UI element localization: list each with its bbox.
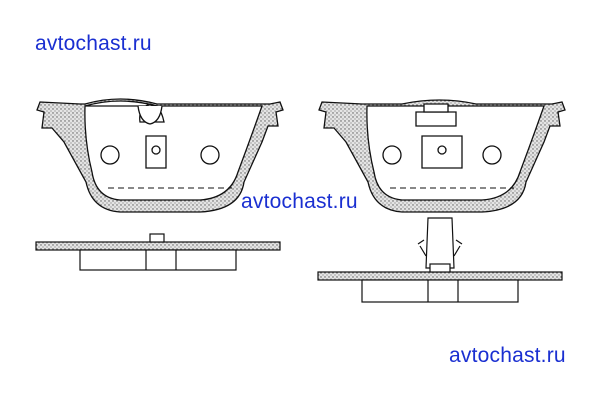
right-side-backing: [317, 271, 563, 281]
left-hole-right: [200, 145, 220, 165]
watermark-center: avtochast.ru: [241, 190, 358, 213]
left-pad-side-view: [35, 233, 281, 271]
left-pad-front-view: [36, 98, 284, 213]
right-sensor-clip: [415, 111, 457, 127]
right-pad-side-view: [317, 217, 563, 303]
right-pad-front-view: [318, 99, 566, 213]
left-side-backing: [35, 241, 281, 251]
left-hole-left: [100, 145, 120, 165]
left-side-friction: [79, 249, 237, 271]
left-center-notch: [137, 105, 163, 125]
right-hole-left: [382, 145, 402, 165]
watermark-bottom-right: avtochast.ru: [449, 344, 566, 367]
watermark-top-left: avtochast.ru: [35, 32, 152, 55]
right-hole-right: [482, 145, 502, 165]
left-side-clip: [149, 233, 165, 243]
right-side-friction: [361, 279, 519, 303]
wear-sensor: [425, 217, 455, 269]
